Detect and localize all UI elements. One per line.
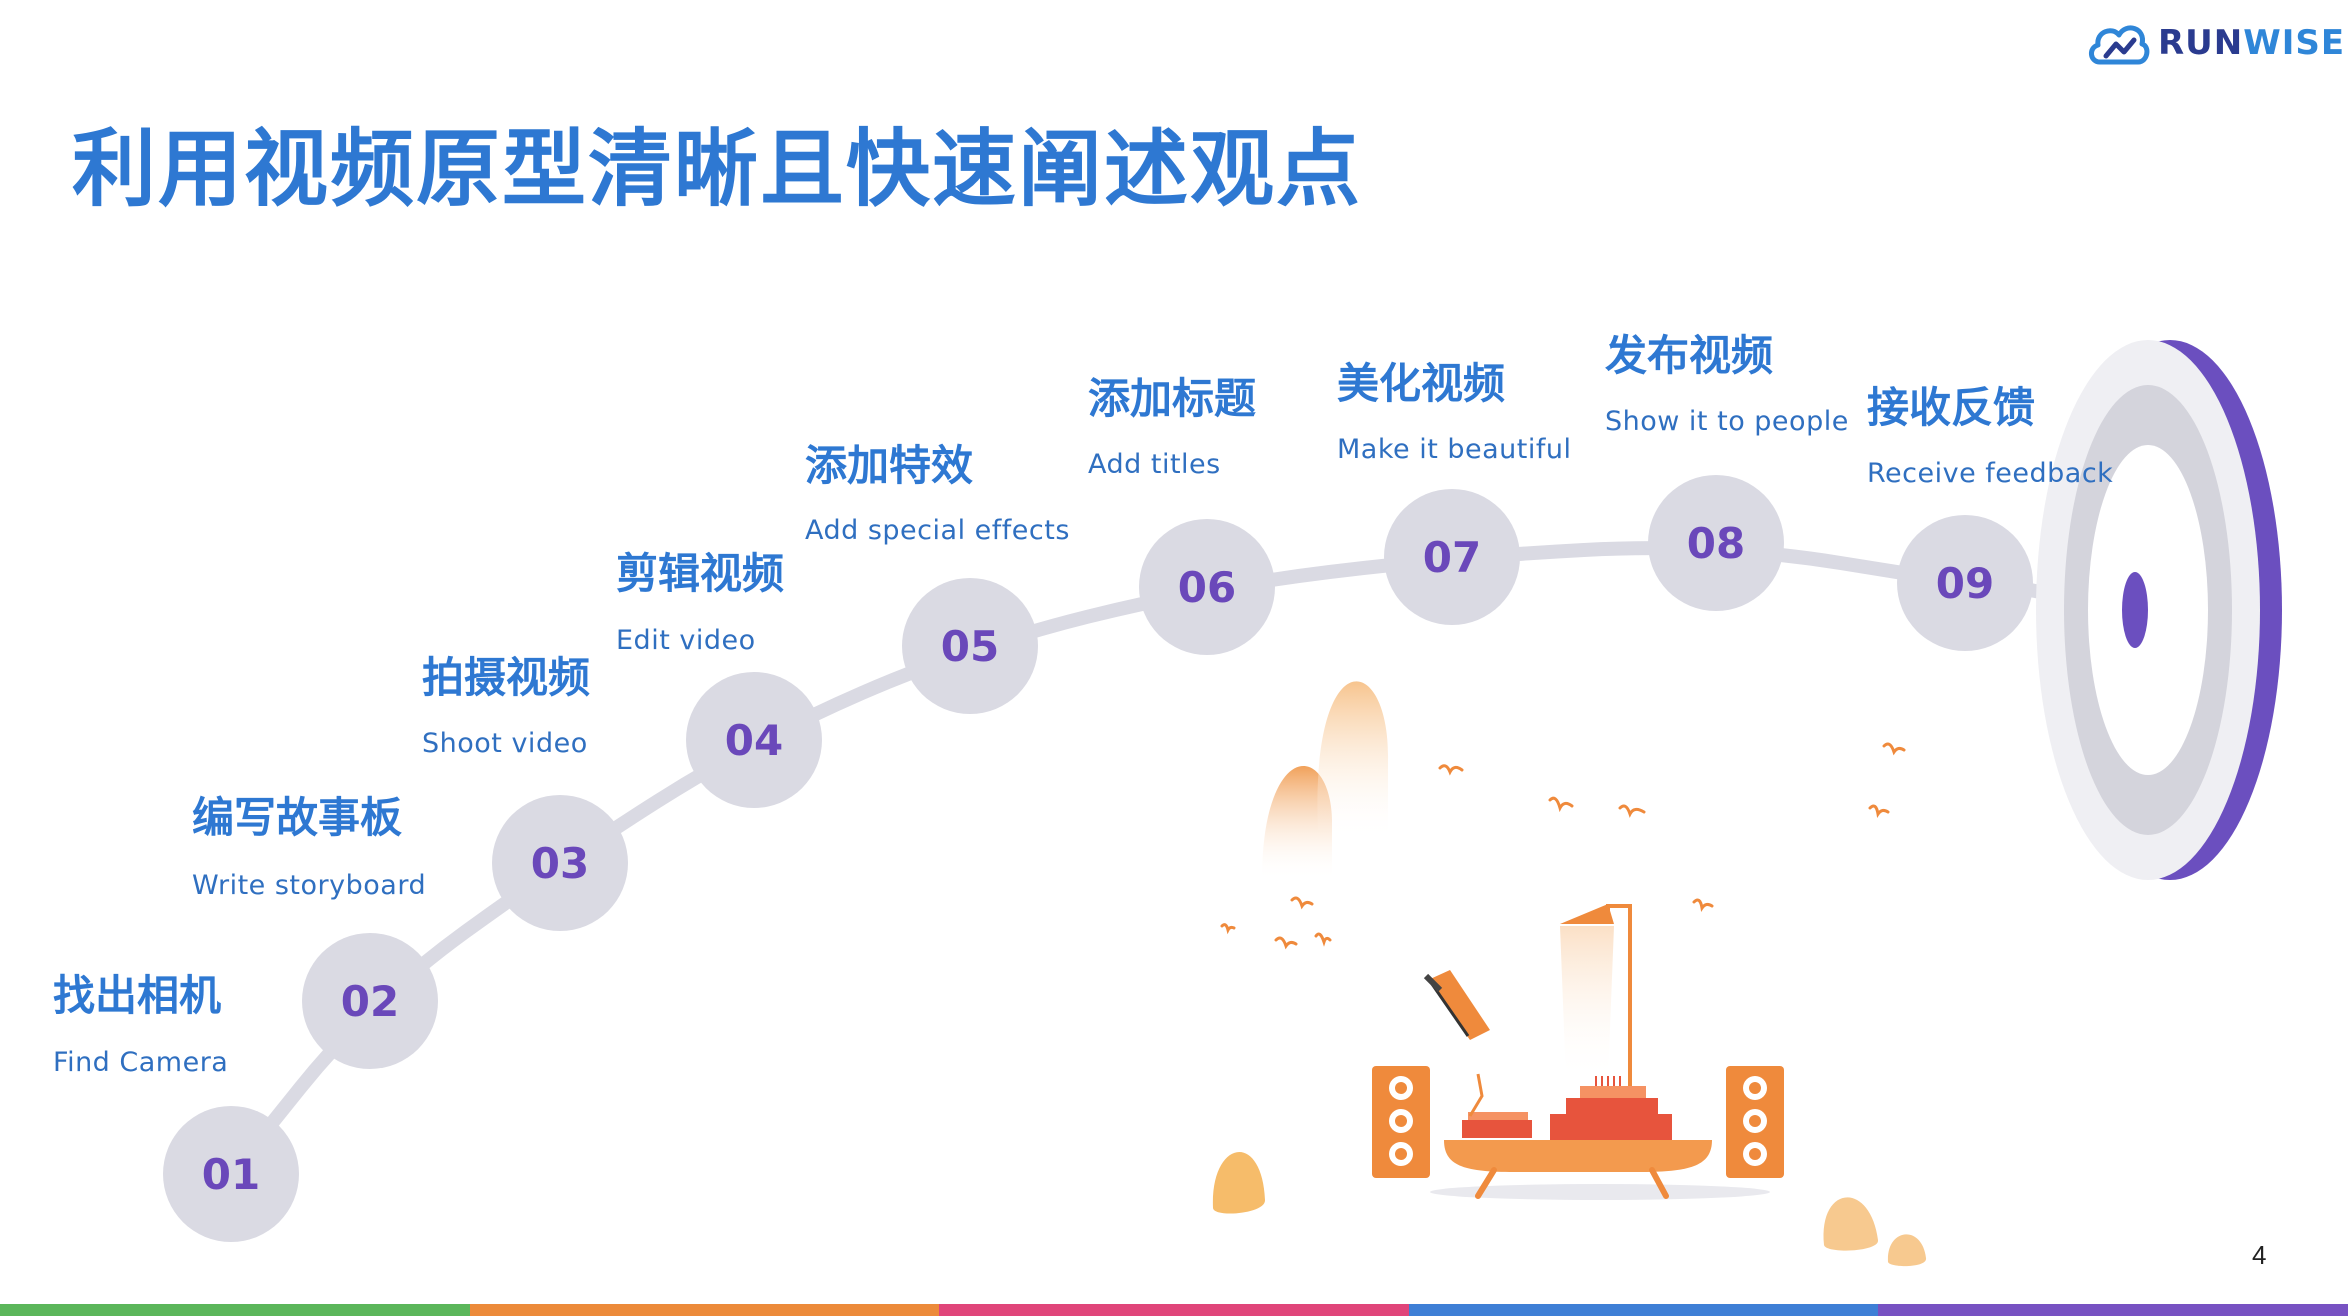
step-number-circle: 07 xyxy=(1384,489,1520,625)
guitar-icon xyxy=(1423,970,1490,1117)
step-subtitle: Shoot video xyxy=(422,728,588,759)
step-subtitle: Add special effects xyxy=(805,515,1070,546)
step-subtitle: Receive feedback xyxy=(1867,458,2114,489)
step-subtitle: Write storyboard xyxy=(192,870,427,901)
step-number-circle: 03 xyxy=(492,795,628,931)
speaker-left xyxy=(1372,1066,1430,1178)
step-subtitle: Add titles xyxy=(1088,449,1221,480)
step-title: 添加特效 xyxy=(805,441,974,490)
step-number-circle: 06 xyxy=(1139,519,1275,655)
step-title: 找出相机 xyxy=(53,971,222,1020)
speaker-right xyxy=(1726,1066,1784,1178)
rock-shape xyxy=(1823,1197,1879,1251)
rock-shape xyxy=(1887,1234,1927,1267)
brand-logo: RUNWISE xyxy=(2086,18,2345,68)
step-number-circle: 04 xyxy=(686,672,822,808)
logo-text: RUNWISE xyxy=(2158,23,2346,63)
hill-shape xyxy=(1262,765,1332,880)
step-title: 发布视频 xyxy=(1605,331,1774,380)
hill-shape xyxy=(1317,681,1389,840)
step-title: 美化视频 xyxy=(1337,359,1506,408)
page-title: 利用视频原型清晰且快速阐述观点 xyxy=(72,120,1363,218)
step-number-circle: 01 xyxy=(163,1106,299,1242)
step-title: 编写故事板 xyxy=(192,793,403,842)
step-title: 剪辑视频 xyxy=(616,549,785,598)
step-title: 添加标题 xyxy=(1088,374,1257,423)
step-title: 接收反馈 xyxy=(1867,383,2036,432)
step-subtitle: Make it beautiful xyxy=(1337,434,1572,465)
step-number-circle: 09 xyxy=(1897,515,2033,651)
rock-shape xyxy=(1212,1152,1266,1214)
step-number-circle: 08 xyxy=(1648,475,1784,611)
bottom-color-bar xyxy=(0,1304,2348,1316)
step-subtitle: Find Camera xyxy=(53,1047,229,1078)
step-title: 拍摄视频 xyxy=(422,653,591,702)
step-number-circle: 02 xyxy=(302,933,438,1069)
bird-icons xyxy=(1220,742,1906,950)
step-subtitle: Show it to people xyxy=(1605,406,1849,437)
step-number-circle: 05 xyxy=(902,578,1038,714)
page-number: 4 xyxy=(2252,1240,2267,1270)
step-subtitle: Edit video xyxy=(616,625,756,656)
cloud-logo-icon xyxy=(2089,25,2150,65)
